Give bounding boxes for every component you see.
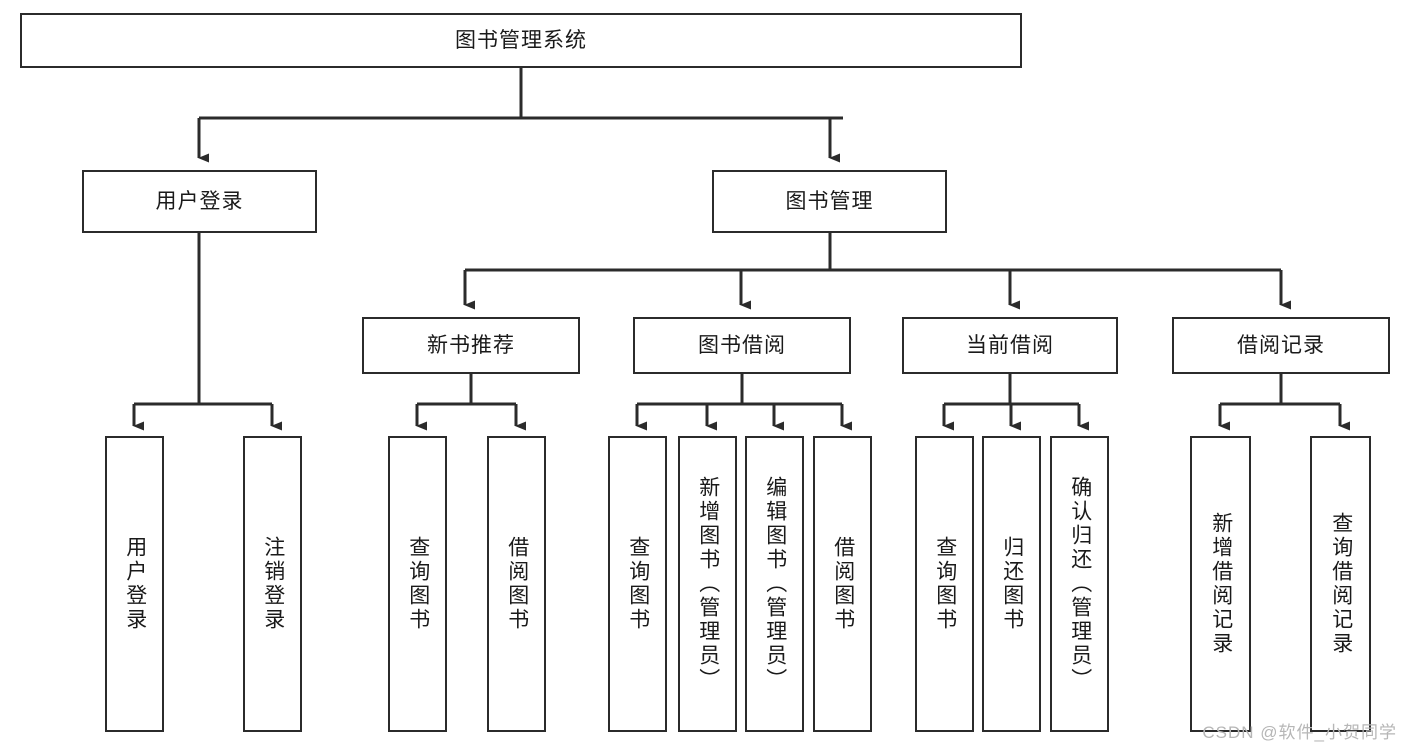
node-label: 借阅记录 — [1237, 333, 1325, 357]
node-borrow-record[interactable]: 借阅记录 — [1172, 317, 1390, 374]
node-current-borrow[interactable]: 当前借阅 — [902, 317, 1118, 374]
node-label: 新增图书（管理员） — [696, 476, 720, 692]
node-label: 借阅图书 — [831, 536, 855, 632]
node-leaf-query-book-3[interactable]: 查询图书 — [915, 436, 974, 732]
node-new-book-recommendation[interactable]: 新书推荐 — [362, 317, 580, 374]
node-user-login[interactable]: 用户登录 — [82, 170, 317, 233]
node-leaf-return-book[interactable]: 归还图书 — [982, 436, 1041, 732]
node-leaf-user-login[interactable]: 用户登录 — [105, 436, 164, 732]
node-leaf-borrow-book-2[interactable]: 借阅图书 — [813, 436, 872, 732]
node-label: 当前借阅 — [966, 333, 1054, 357]
node-label: 借阅图书 — [505, 536, 529, 632]
node-label: 归还图书 — [1000, 536, 1024, 632]
node-label: 查询图书 — [406, 536, 430, 632]
node-leaf-add-borrow-record[interactable]: 新增借阅记录 — [1190, 436, 1251, 732]
node-leaf-confirm-return-admin[interactable]: 确认归还（管理员） — [1050, 436, 1109, 732]
node-label: 查询图书 — [626, 536, 650, 632]
node-leaf-borrow-book-1[interactable]: 借阅图书 — [487, 436, 546, 732]
node-book-manage[interactable]: 图书管理 — [712, 170, 947, 233]
node-label: 查询借阅记录 — [1329, 512, 1353, 656]
node-book-borrow[interactable]: 图书借阅 — [633, 317, 851, 374]
node-leaf-query-book-1[interactable]: 查询图书 — [388, 436, 447, 732]
node-label: 编辑图书（管理员） — [763, 476, 787, 692]
node-leaf-add-book-admin[interactable]: 新增图书（管理员） — [678, 436, 737, 732]
node-root-system[interactable]: 图书管理系统 — [20, 13, 1022, 68]
node-label: 图书管理系统 — [455, 28, 587, 52]
node-label: 确认归还（管理员） — [1068, 476, 1092, 692]
node-label: 新书推荐 — [427, 333, 515, 357]
node-label: 图书管理 — [785, 189, 874, 213]
node-leaf-logout[interactable]: 注销登录 — [243, 436, 302, 732]
csdn-watermark: CSDN @软件_小贺同学 — [1202, 723, 1397, 742]
node-label: 图书借阅 — [698, 333, 786, 357]
node-label: 新增借阅记录 — [1209, 512, 1233, 656]
node-label: 用户登录 — [155, 189, 244, 213]
node-label: 用户登录 — [123, 536, 147, 632]
node-leaf-query-book-2[interactable]: 查询图书 — [608, 436, 667, 732]
node-leaf-edit-book-admin[interactable]: 编辑图书（管理员） — [745, 436, 804, 732]
node-label: 查询图书 — [933, 536, 957, 632]
node-leaf-query-borrow-record[interactable]: 查询借阅记录 — [1310, 436, 1371, 732]
node-label: 注销登录 — [261, 536, 285, 632]
